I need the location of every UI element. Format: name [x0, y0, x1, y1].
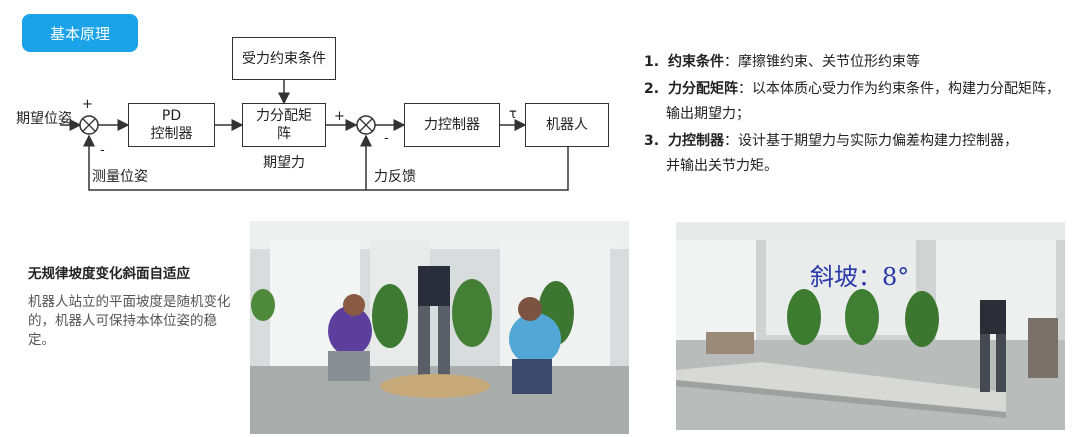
plus-sign-2: + — [334, 109, 345, 124]
force-feedback-label: 力反馈 — [374, 169, 416, 185]
force-controller-box: 力控制器 — [404, 103, 500, 147]
minus-sign-1: - — [100, 143, 105, 158]
expected-force-label: 期望力 — [263, 155, 305, 171]
side-description: 机器人站立的平面坡度是随机变化的，机器人可保持本体位姿的稳定。 — [28, 294, 231, 348]
control-block-diagram — [60, 80, 569, 191]
plus-sign-1: + — [82, 97, 93, 112]
constraint-box: 受力约束条件 — [232, 37, 336, 80]
slope-angle-overlay: 斜坡：8° — [810, 263, 910, 291]
robot-box: 机器人 — [525, 103, 609, 147]
principle-list: 1. 约束条件：摩擦锥约束、关节位形约束等 2. 力分配矩阵：以本体质心受力作为… — [644, 50, 1074, 179]
tau-label: τ — [509, 107, 517, 122]
measured-pose-label: 测量位姿 — [92, 169, 148, 185]
robot-balance-photo — [250, 221, 629, 434]
force-matrix-box: 力分配矩 阵 — [242, 103, 326, 147]
list-item: 1. 约束条件：摩擦锥约束、关节位形约束等 — [644, 54, 920, 70]
minus-sign-2: - — [384, 131, 389, 146]
pd-controller-box: PD 控制器 — [128, 103, 215, 147]
input-label: 期望位姿 — [16, 111, 72, 127]
side-title: 无规律坡度变化斜面自适应 — [28, 266, 190, 282]
section-badge: 基本原理 — [22, 14, 138, 52]
list-item: 2. 力分配矩阵：以本体质心受力作为约束条件，构建力分配矩阵， 输出期望力； — [644, 81, 1060, 122]
list-item: 3. 力控制器：设计基于期望力与实际力偏差构建力控制器， 并输出关节力矩。 — [644, 133, 1018, 174]
robot-slope-photo — [676, 222, 1065, 430]
